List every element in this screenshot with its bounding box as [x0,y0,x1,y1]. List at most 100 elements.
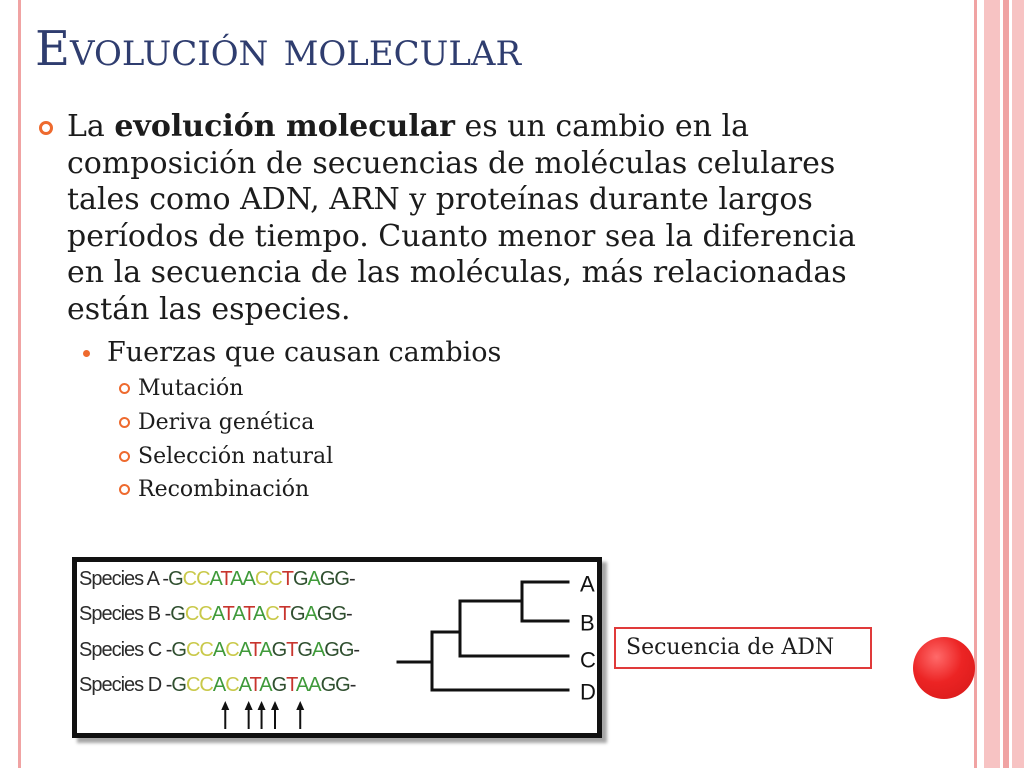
nucleotide: A [209,568,222,590]
dna-sequence: -GCCATAACCTGAGG- [162,568,356,590]
nucleotide: G [271,638,288,661]
list-item: Recombinación [119,473,333,507]
bullet-dot-icon [83,350,90,357]
dna-sequence: -GCCATATACTGAGG- [164,603,353,626]
list-item-label: Mutación [138,376,244,402]
bullet-ring-icon [119,450,130,462]
text-line: períodos de tiempo. Cuanto menor sea la … [67,218,856,254]
text-run: es un cambio en la [454,109,750,144]
dna-sequence: -GCCACATAGTGAGG- [165,638,360,661]
nucleotide: A [211,603,224,626]
nucleotide: A [311,638,325,661]
nucleotide: G [334,568,350,590]
mutation-arrow [244,701,253,729]
species-row: Species A -GCCATAACCTGAGG- [79,562,359,597]
sequence-alignment: Species A -GCCATAACCTGAGG- Species B -GC… [79,562,360,703]
nucleotide: T [286,673,297,696]
arrow-head [271,701,280,710]
nucleotide: G [335,673,351,696]
nucleotide: C [184,603,199,626]
nucleotide: C [198,603,212,626]
dna-sequence-figure: Species A -GCCATAACCTGAGG- Species B -GC… [72,557,602,738]
right-stripe [974,0,977,768]
species-row: Species D -GCCACATAGTAAGG- [79,668,359,703]
nucleotide: C [185,673,200,696]
species-row: Species B -GCCATATACTGAGG- [79,597,359,632]
arrow-head [257,701,266,710]
nucleotide: - [348,568,356,590]
nucleotide: C [185,638,200,661]
species-name: Species B [79,603,161,626]
nucleotide: G [171,638,187,661]
nucleotide: A [232,603,244,626]
list-item: Selección natural [119,439,333,473]
leaf-label-d: D [580,680,596,705]
nucleotide: G [319,568,336,590]
nucleotide: A [238,638,251,661]
nucleotide: C [196,568,210,590]
forces-list: Mutación Deriva genética Selección natur… [119,372,333,507]
mutation-arrows [221,701,305,729]
red-circle-decoration [913,637,975,699]
nucleotide: C [182,568,197,590]
text-line: tales como ADN, ARN y proteínas durante … [67,182,813,218]
figure-caption-box: Secuencia de ADN [614,627,872,669]
nucleotide: A [212,673,226,696]
nucleotide: - [164,603,172,626]
nucleotide: G [168,568,184,590]
nucleotide: G [338,638,355,661]
nucleotide: A [295,673,309,696]
mutation-arrow [271,701,280,729]
nucleotide: G [271,673,288,696]
nucleotide: T [249,638,261,661]
right-stripe [984,0,1000,768]
nucleotide: T [286,638,298,661]
nucleotide: C [225,638,239,661]
leaf-label-a: A [580,572,595,597]
nucleotide: - [353,638,360,661]
nucleotide: T [222,603,234,626]
arrow-head [296,701,305,710]
nucleotide: G [324,638,340,661]
species-row: Species C -GCCACATAGTGAGG- [79,633,360,668]
list-item-label: Deriva genética [138,410,315,436]
text-run: La [67,109,115,144]
nucleotide: G [292,568,309,590]
nucleotide: T [278,603,291,626]
text-line: están las especies. [67,291,351,327]
left-border-line [18,0,21,768]
arrow-head [244,701,253,710]
mutation-arrow [221,701,230,729]
nucleotide: A [259,673,272,696]
nucleotide: G [297,638,313,661]
species-name: Species A [79,568,159,590]
main-bullet-text: La evolución molecular es un cambio en l… [67,109,856,329]
nucleotide: A [307,568,321,590]
nucleotide: G [170,603,186,626]
nucleotide: - [346,603,353,626]
bold-term: evolución molecular [114,109,455,144]
species-name: Species C [79,638,162,661]
sub-bullet: Fuerzas que causan cambios [107,337,502,368]
nucleotide: C [254,568,269,590]
bullet-ring-icon [119,484,130,496]
nucleotide: - [165,638,173,661]
species-name: Species D [79,673,162,696]
phylogenetic-tree: A B C D [221,572,596,729]
nucleotide: A [230,568,243,590]
mutation-arrow [257,701,266,729]
right-stripe [1003,0,1009,768]
leaf-label-b: B [580,611,595,636]
text-line: composición de secuencias de moléculas c… [67,145,836,181]
bullet-ring-icon [39,121,53,135]
nucleotide: C [199,638,213,661]
list-item-label: Recombinación [138,477,310,503]
nucleotide: G [331,603,347,626]
text-line: La evolución molecular es un cambio en l… [67,109,856,146]
nucleotide: T [243,603,254,626]
mutation-arrow [296,701,305,729]
arrow-head [221,701,230,710]
nucleotide: A [238,673,251,696]
dna-sequence: -GCCACATAGTAAGG- [166,673,357,696]
